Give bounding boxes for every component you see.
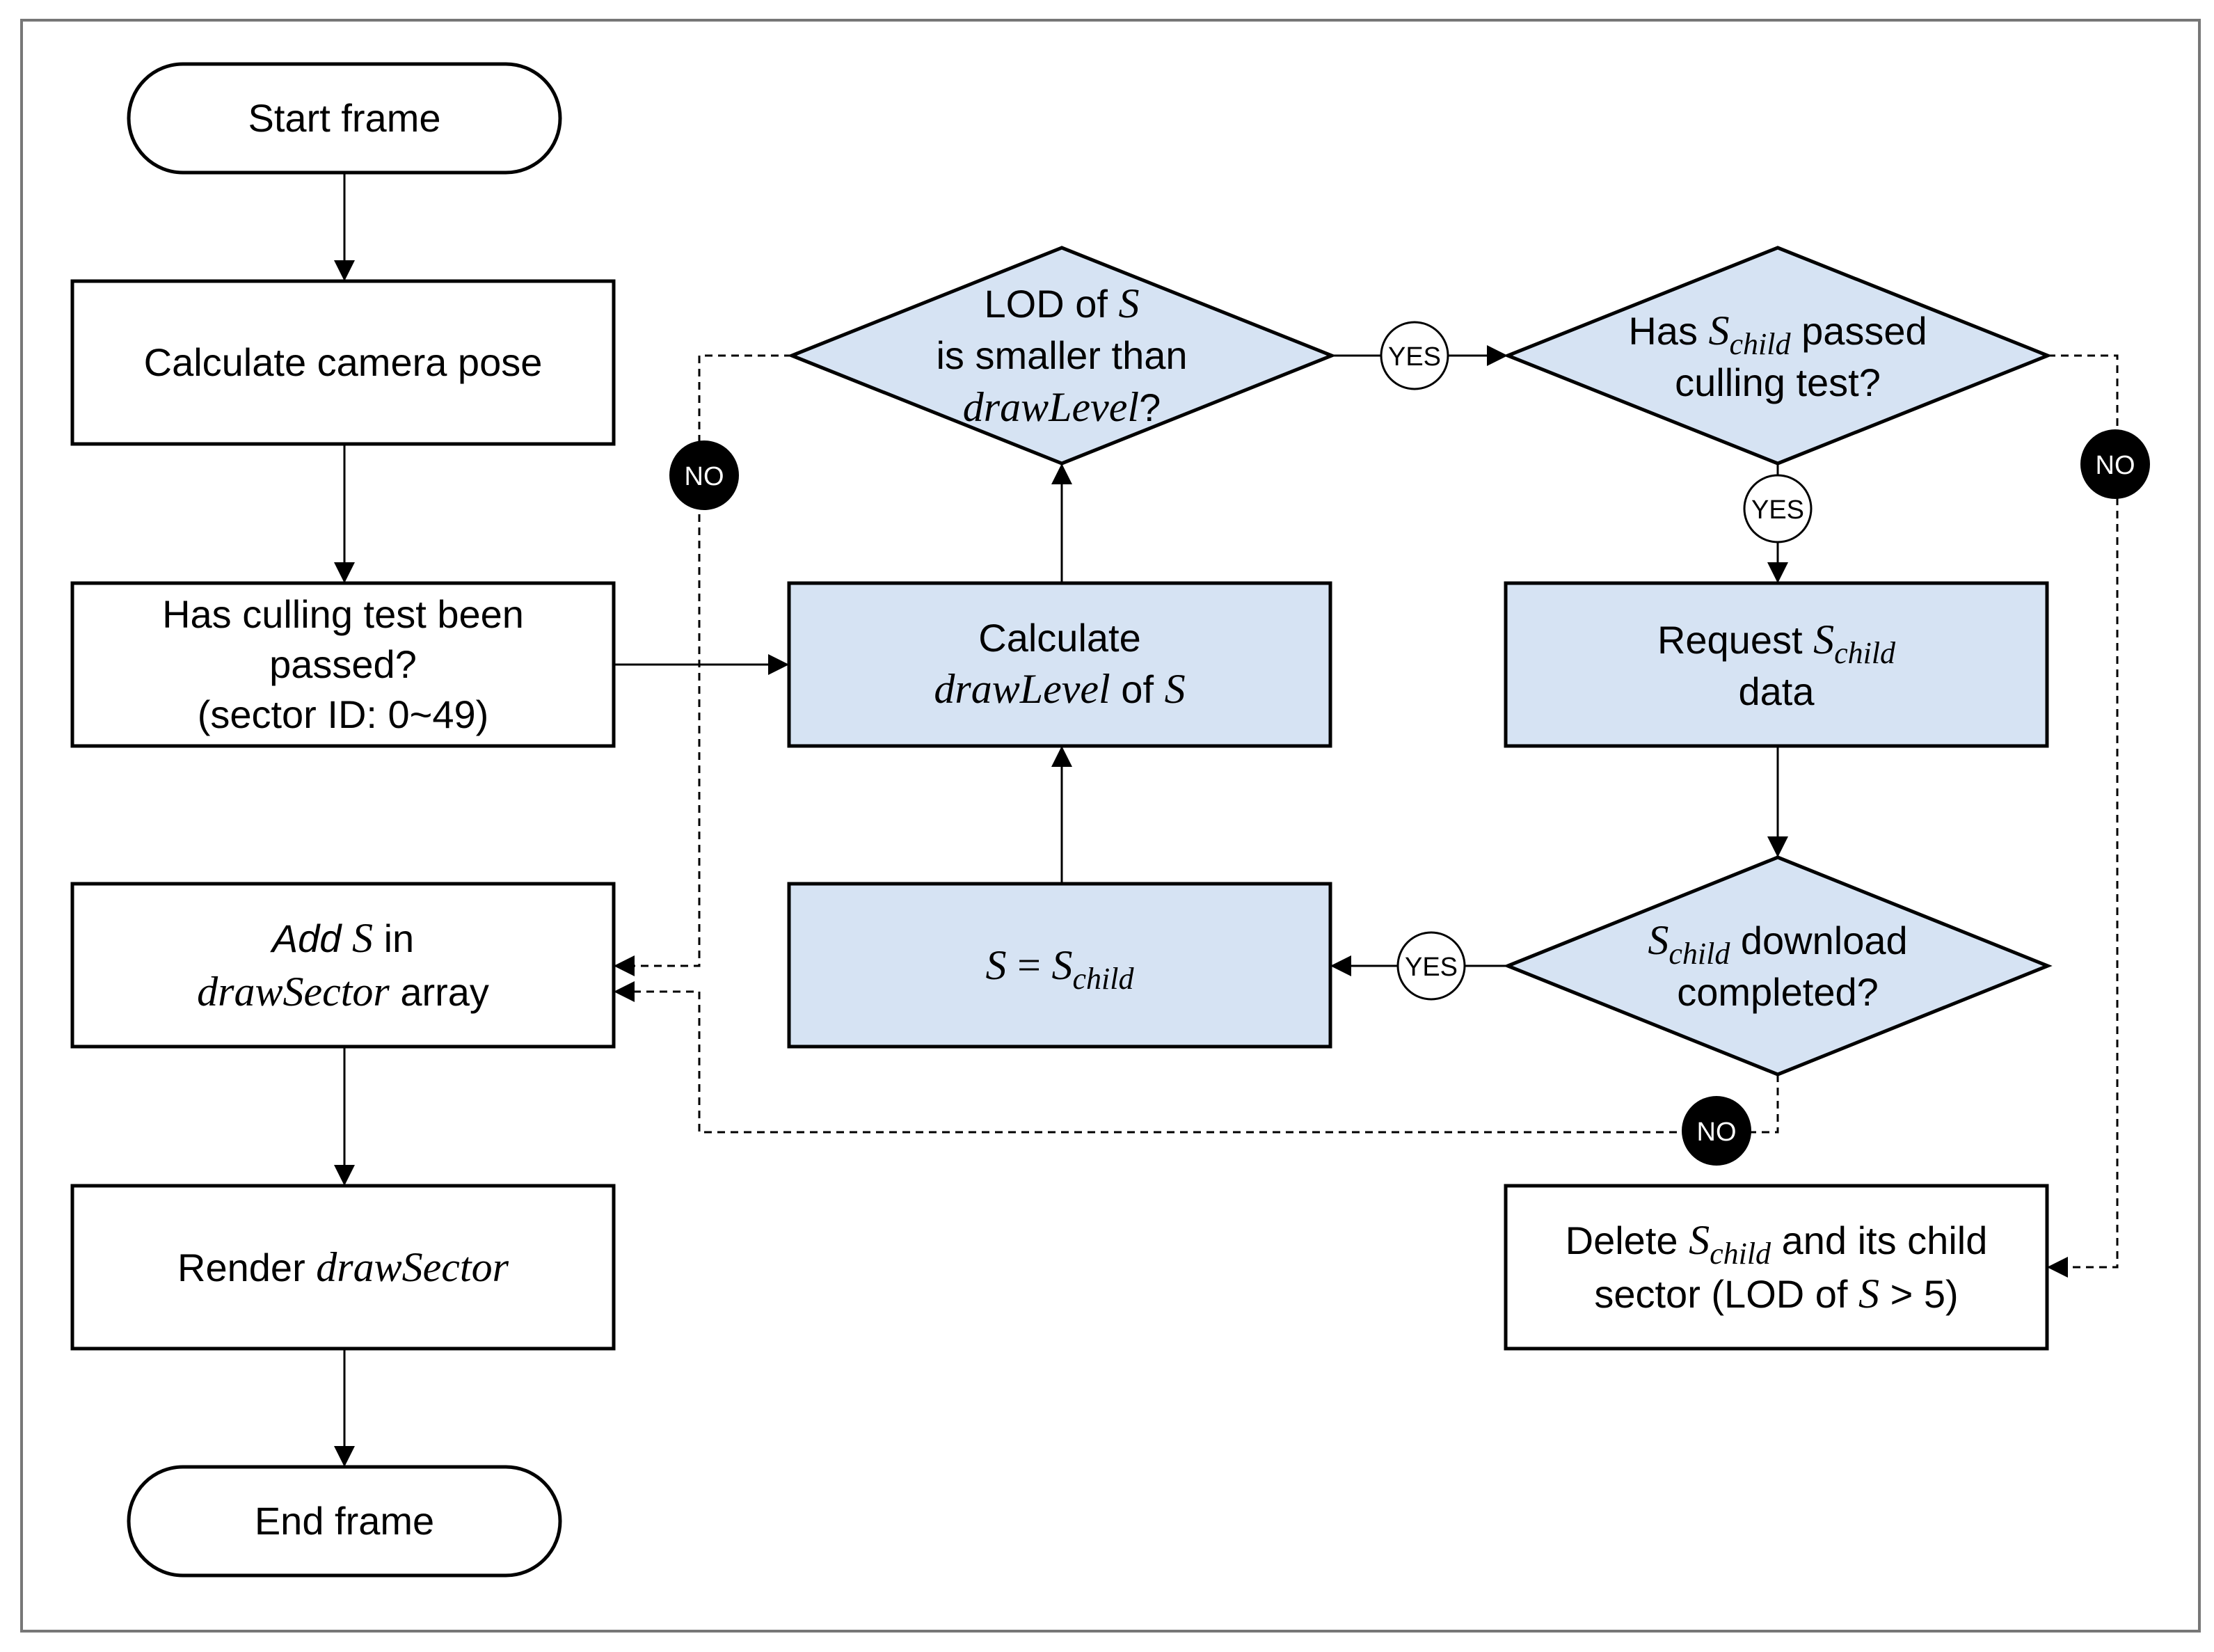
- yes-badge-download-text: YES: [1405, 953, 1458, 982]
- yes-badge-lod: [1380, 321, 1449, 390]
- outer-frame: [20, 19, 2201, 1633]
- render-label: Render drawSector: [177, 1244, 509, 1290]
- no-badge-lod: [669, 440, 739, 510]
- delete-child-box: [1504, 1184, 2049, 1351]
- culling-label: Has culling test been passed? (sector ID…: [162, 592, 524, 736]
- add-s-box: [70, 882, 616, 1049]
- no-badge-child-culling-text: NO: [2096, 451, 2135, 480]
- no-badge-child-culling: [2080, 429, 2150, 499]
- request-label: Request Schild data: [1657, 616, 1896, 713]
- add-s-label: Add S in drawSector array: [197, 915, 489, 1015]
- yes-badge-download: [1396, 931, 1466, 1001]
- child-culling-label: Has Schild passed culling test?: [1628, 307, 1927, 404]
- delete-label: Delete Schild and its child sector (LOD …: [1565, 1217, 1988, 1317]
- lod-label: LOD of S is smaller than drawLevel?: [936, 280, 1188, 430]
- end-label: End frame: [254, 1499, 435, 1543]
- download-label: Schild download completed?: [1648, 916, 1908, 1014]
- yes-badge-lod-text: YES: [1388, 342, 1441, 372]
- assign-label: S = Schild: [985, 942, 1134, 996]
- assign-s-box: [787, 882, 1332, 1049]
- render-box: [70, 1184, 616, 1351]
- yes-badge-child-culling: [1743, 474, 1813, 543]
- calc-label: Calculate drawLevel of S: [934, 615, 1186, 713]
- request-child-box: [1504, 581, 2049, 748]
- culling-test-box: [70, 581, 616, 748]
- dashed-lod-no-to-addS: [614, 354, 792, 976]
- start-label: Start frame: [248, 96, 441, 141]
- yes-badge-child-culling-text: YES: [1751, 495, 1804, 525]
- no-badge-download: [1682, 1096, 1751, 1166]
- camera-label: Calculate camera pose: [143, 340, 543, 385]
- no-badge-download-text: NO: [1697, 1118, 1737, 1147]
- no-badge-lod-text: NO: [685, 462, 724, 491]
- calculate-camera-pose-box: [70, 279, 616, 446]
